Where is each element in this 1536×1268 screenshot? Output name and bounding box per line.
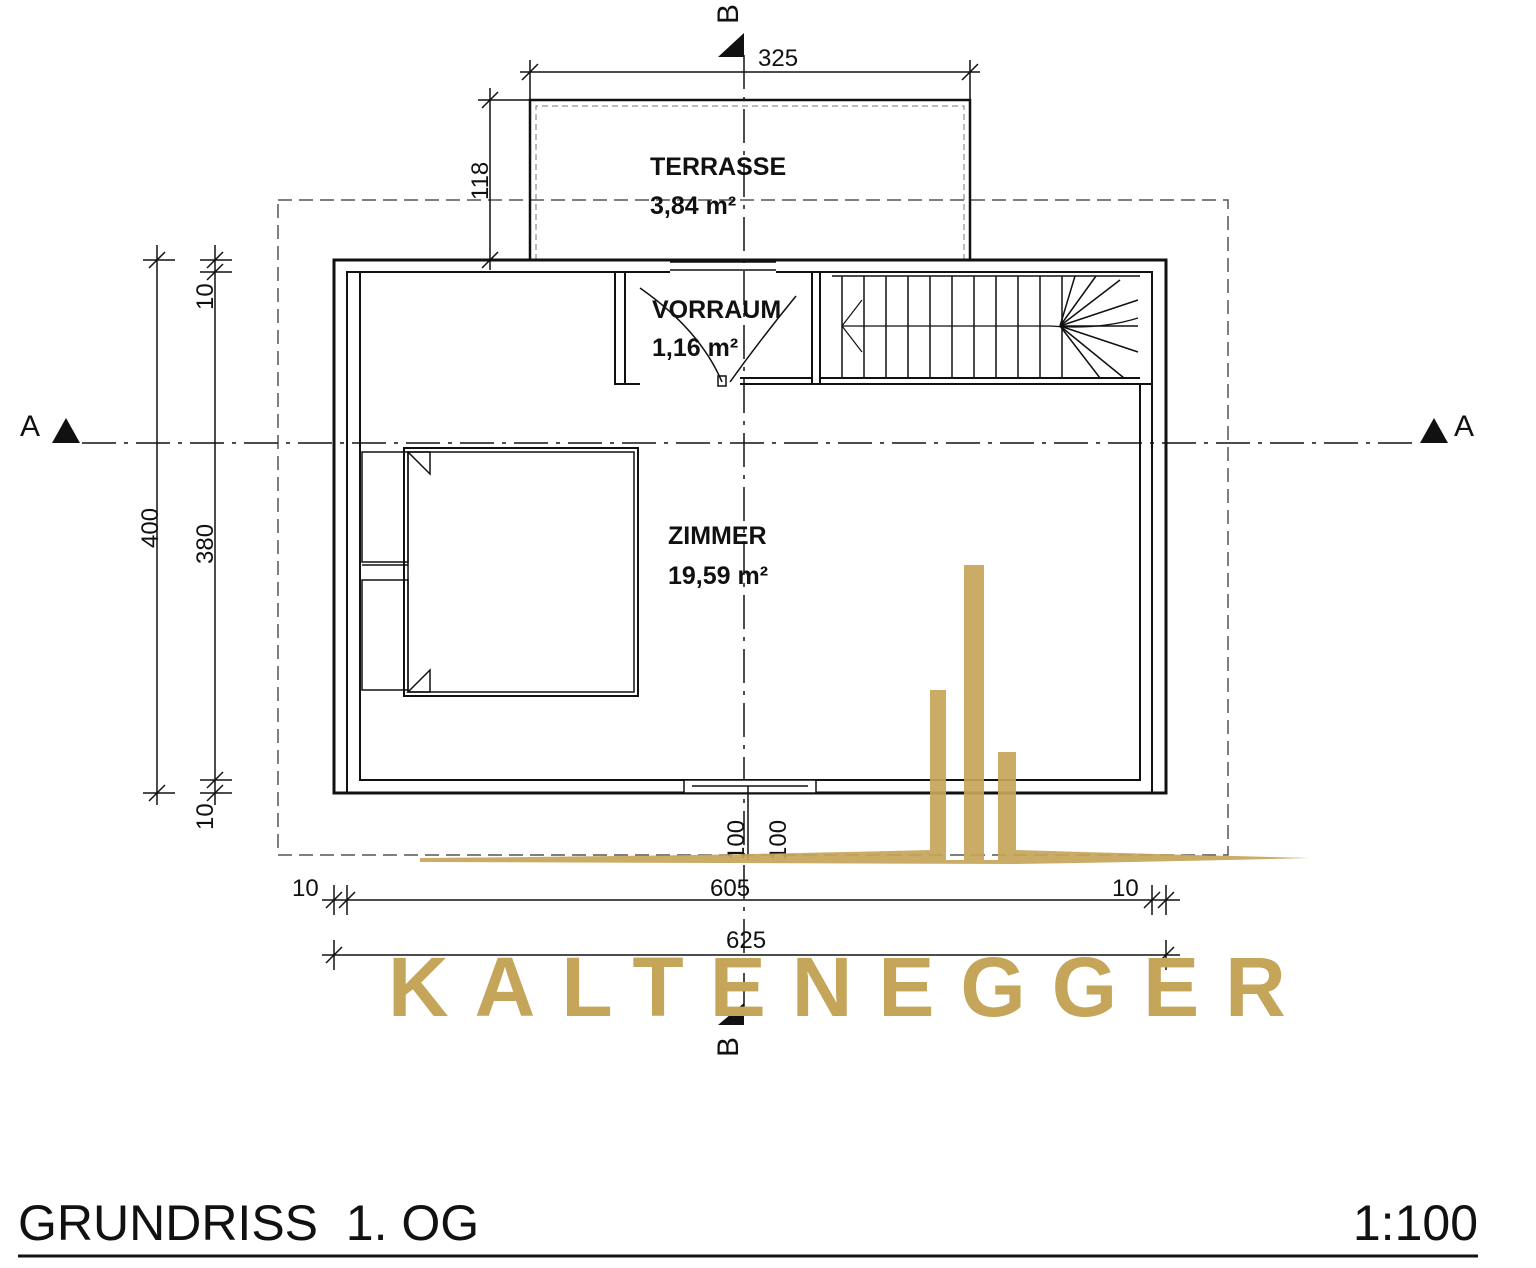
dim-terrace-width: 325 (758, 45, 798, 72)
room-name-vorraum: VORRAUM (652, 296, 781, 324)
window-bottom (683, 779, 817, 794)
dim-window-left: 100 (723, 820, 750, 860)
dim-inner-width: 605 (710, 875, 750, 902)
watermark-text: KALTENEGGER (388, 940, 1312, 1034)
terrace (528, 98, 972, 260)
svg-text:B: B (712, 1037, 745, 1057)
bed (361, 447, 639, 697)
svg-text:A: A (20, 410, 40, 443)
room-area-vorraum: 1,16 m² (652, 334, 738, 362)
dim-terrace-depth: 118 (467, 162, 494, 200)
room-area-zimmer: 19,59 m² (668, 562, 768, 590)
section-marker-b-bottom: B (712, 1003, 745, 1057)
dim-wall-bottom: 10 (192, 803, 219, 830)
dimension-lines (143, 60, 1180, 970)
dim-inner-height: 380 (192, 524, 219, 564)
plan-scale: 1:100 (1353, 1195, 1478, 1251)
dim-wall-left: 10 (292, 875, 319, 902)
dim-outer-height: 400 (137, 508, 164, 548)
dim-wall-top: 10 (192, 283, 219, 310)
section-marker-a-left: A (20, 410, 80, 443)
dim-wall-right: 10 (1112, 875, 1139, 902)
kaltenegger-logo: KALTENEGGER (388, 565, 1312, 1034)
section-marker-a-right: A (1420, 410, 1474, 443)
room-name-zimmer: ZIMMER (668, 522, 767, 550)
staircase (832, 275, 1140, 379)
entrance-door (639, 261, 797, 387)
plan-title: GRUNDRISS 1. OG (18, 1195, 479, 1251)
svg-text:A: A (1454, 410, 1474, 443)
dim-outer-width: 625 (726, 927, 766, 954)
logo-mark-icon (420, 565, 1310, 864)
svg-text:B: B (712, 4, 745, 24)
room-area-terrasse: 3,84 m² (650, 192, 736, 220)
room-name-terrasse: TERRASSE (650, 153, 786, 181)
section-marker-b-top: B (712, 4, 745, 57)
